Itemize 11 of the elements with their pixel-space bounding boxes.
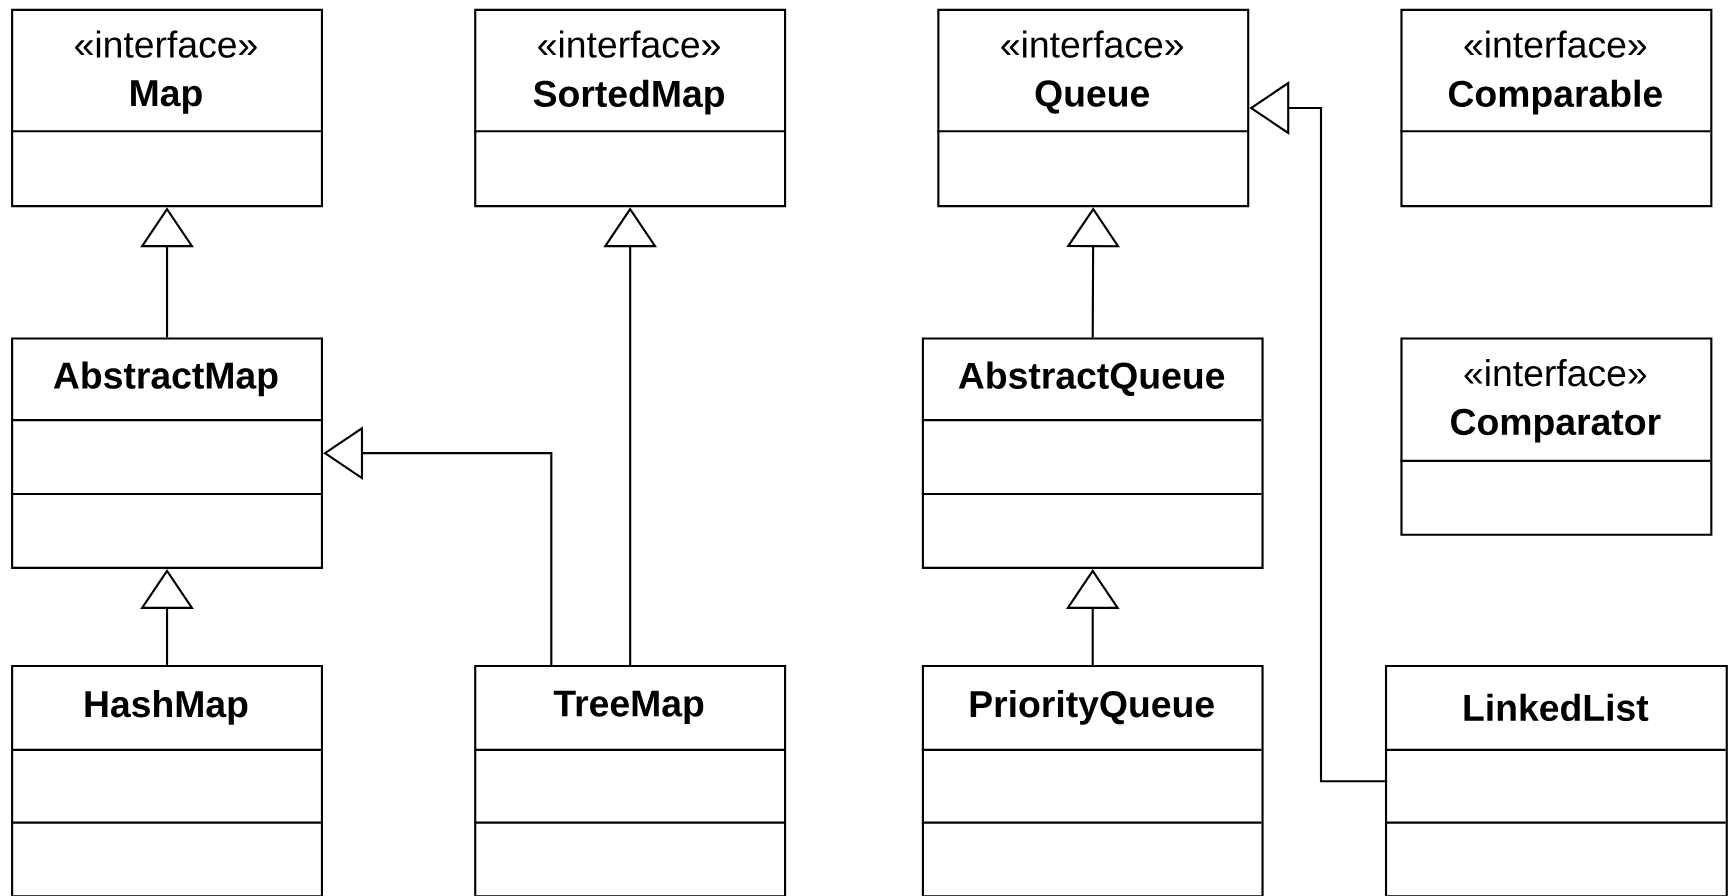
class-box: PriorityQueue	[921, 664, 1264, 896]
class-box: AbstractQueue	[921, 337, 1264, 569]
class-box: «interface» Queue	[937, 8, 1250, 208]
class-box: «interface» SortedMap	[474, 8, 787, 208]
class-box: LinkedList	[1384, 664, 1728, 896]
class-box: «interface» Map	[11, 8, 324, 208]
class-box: TreeMap	[474, 664, 787, 896]
class-box: «interface» Comparable	[1400, 8, 1713, 208]
class-box: AbstractMap	[11, 337, 324, 569]
class-box: HashMap	[11, 664, 324, 896]
class-box: «interface» Comparator	[1400, 337, 1713, 536]
